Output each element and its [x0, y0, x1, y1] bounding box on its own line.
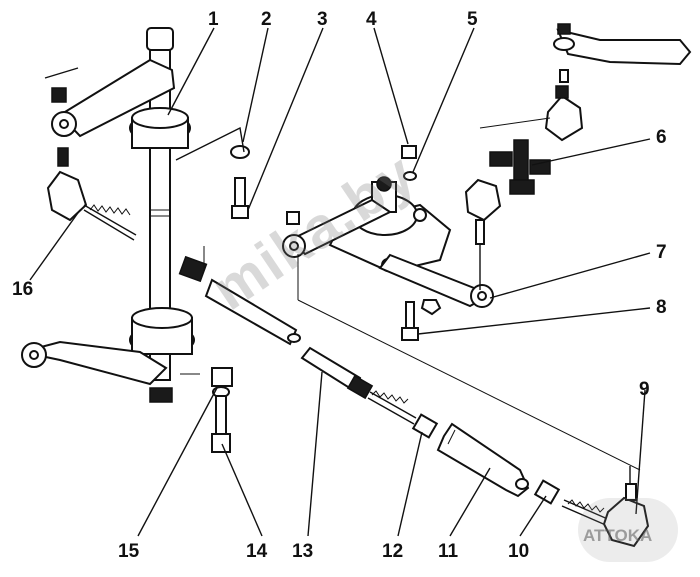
callout-10: 10 — [508, 541, 530, 562]
callout-3: 3 — [317, 9, 328, 30]
leader-lines — [29, 27, 651, 537]
tie-rod-section-upper — [178, 255, 301, 346]
idler-arm — [282, 198, 494, 308]
right-steering-arm — [553, 23, 692, 83]
callout-2: 2 — [261, 9, 272, 30]
upper-pendulum-arm — [44, 58, 176, 138]
callout-12: 12 — [382, 541, 404, 562]
nut-12 — [411, 413, 439, 439]
assembly-lines — [180, 117, 641, 471]
bolt-and-washer-2-3 — [175, 126, 250, 219]
right-tie-rod-end-9 — [561, 466, 650, 548]
upper-right-ball-joint — [544, 85, 584, 142]
adjusting-clamp-6 — [489, 139, 551, 195]
bolt-14-15 — [211, 367, 233, 453]
callout-7: 7 — [656, 242, 667, 263]
watermark-badge — [578, 498, 678, 562]
callout-1: 1 — [208, 9, 219, 30]
left-ball-joint — [46, 147, 137, 241]
callout-8: 8 — [656, 297, 667, 318]
callout-13: 13 — [292, 541, 314, 562]
adjusting-sleeve-11 — [436, 422, 530, 498]
lower-pendulum-arm — [21, 340, 168, 386]
callout-14: 14 — [246, 541, 268, 562]
middle-ball-joint — [464, 178, 502, 290]
watermark-badge-text: ATTOKA — [583, 526, 653, 545]
callout-4: 4 — [366, 9, 377, 30]
callout-5: 5 — [467, 9, 478, 30]
left-steering-column — [129, 27, 195, 403]
callout-16: 16 — [12, 279, 34, 300]
nuts-4-5 — [401, 145, 417, 181]
nut-10 — [533, 479, 561, 505]
callout-6: 6 — [656, 127, 667, 148]
tie-rod-13 — [300, 346, 417, 425]
callout-11: 11 — [438, 541, 459, 562]
callout-15: 15 — [118, 541, 140, 562]
callout-9: 9 — [639, 379, 650, 400]
